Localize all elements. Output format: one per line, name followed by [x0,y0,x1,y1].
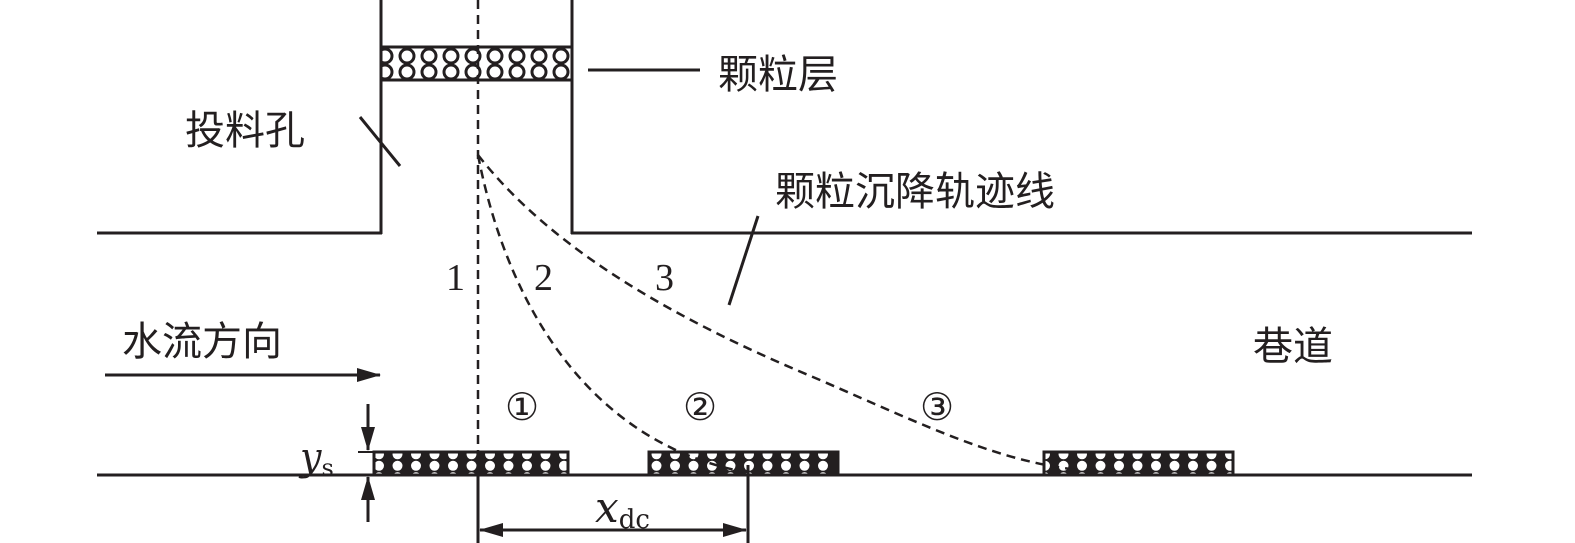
label-tunnel: 巷道 [1253,324,1333,370]
label-zone-2: ② [683,387,717,429]
leader-feed-hole [358,116,402,167]
label-trajectory-3: 3 [655,257,674,299]
deposit-1 [372,450,570,477]
deposit-3 [1042,450,1235,477]
ys-dimension [358,404,376,522]
leader-trajectory [727,215,760,306]
particle-layer-in-hole [381,45,572,82]
label-ys: ys [298,435,334,482]
label-trajectory-2: 2 [534,257,553,299]
label-feed-hole: 投料孔 [185,108,305,154]
trajectory-2 [476,154,746,474]
label-particle-layer: 颗粒层 [718,52,838,98]
label-zone-1: ① [505,387,539,429]
label-trajectory-1: 1 [446,257,465,299]
xdc-dimension [476,465,750,543]
label-zone-3: ③ [920,387,954,429]
label-flow-direction: 水流方向 [122,319,282,365]
trajectory-3 [477,154,1081,472]
feed-hole [379,0,574,234]
label-xdc: xdc [595,483,650,535]
label-settling-trajectory: 颗粒沉降轨迹线 [775,169,1055,215]
